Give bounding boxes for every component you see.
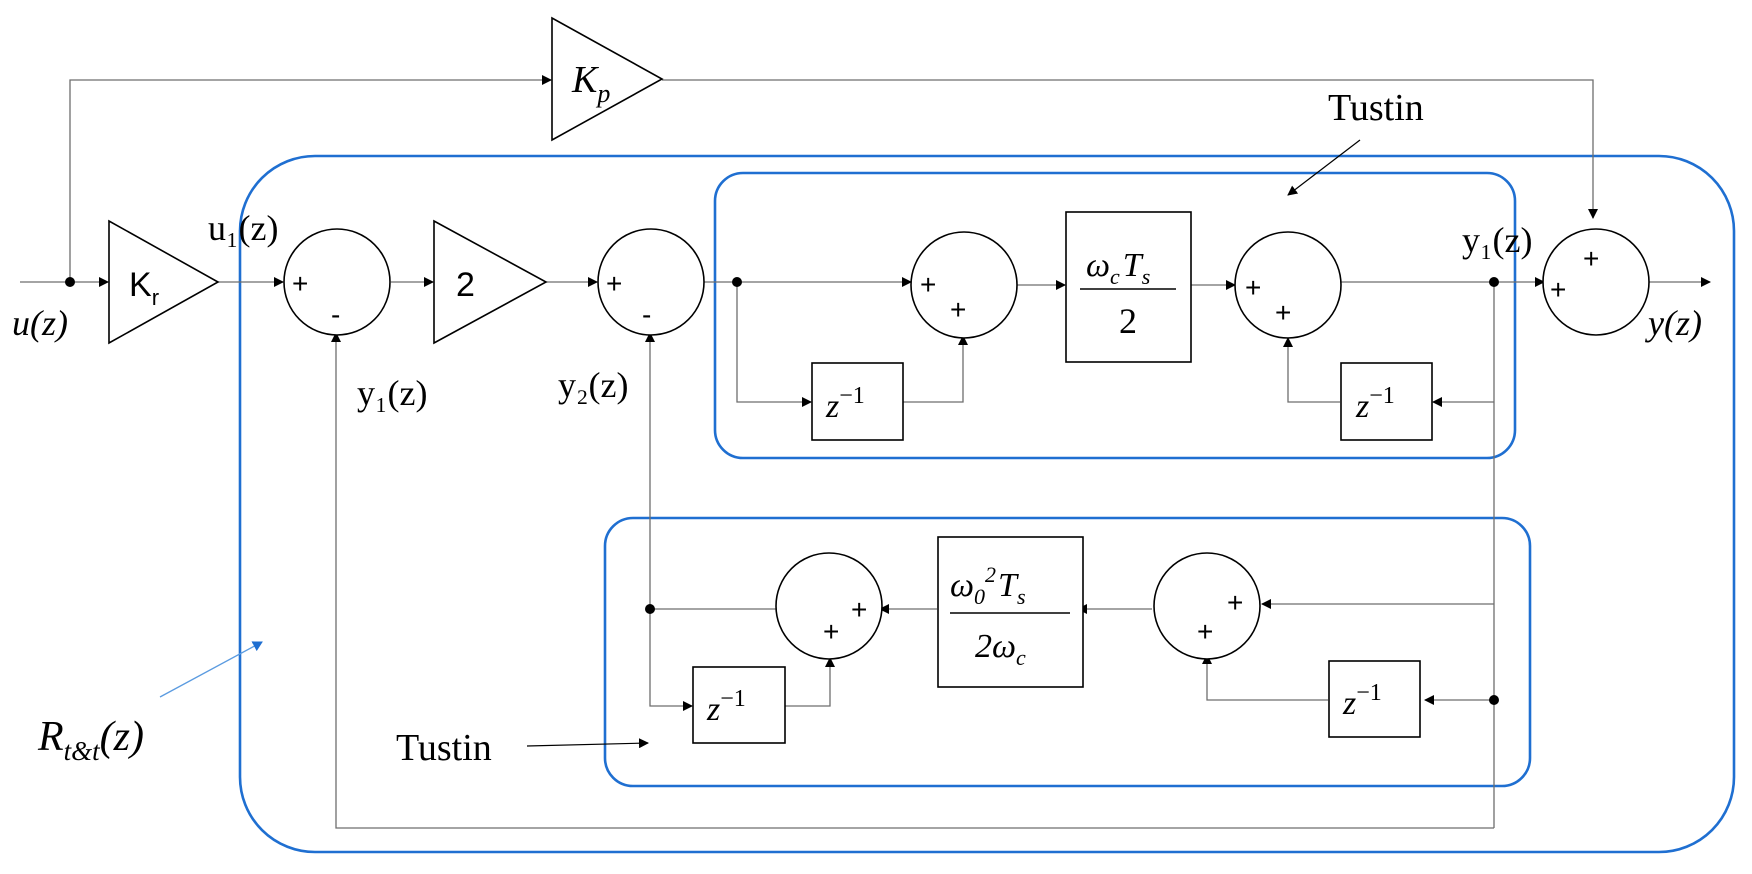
- delay-block-upper-left: z−1: [811, 362, 904, 441]
- svg-text:+: +: [1583, 243, 1599, 274]
- tustin-upper-frame: [713, 171, 1517, 460]
- svg-text:+: +: [851, 594, 867, 625]
- svg-text:+: +: [1197, 616, 1213, 647]
- label-u1: u₁(z): [208, 208, 279, 248]
- svg-text:Kr: Kr: [129, 266, 159, 310]
- svg-text:+: +: [1275, 297, 1291, 328]
- svg-text:+: +: [1550, 274, 1566, 305]
- svg-text:+: +: [1245, 272, 1261, 303]
- kr-gain-block: Kr: [108, 219, 220, 345]
- svg-text:2: 2: [456, 266, 475, 304]
- controller-frame: [238, 154, 1736, 854]
- label-tustin-bottom: Tustin: [396, 727, 492, 769]
- svg-text:2: 2: [1119, 301, 1137, 341]
- svg-text:+: +: [950, 294, 966, 325]
- svg-text:2ωc: 2ωc: [975, 628, 1026, 670]
- svg-text:-: -: [642, 299, 651, 330]
- gain-2-block: 2: [433, 219, 548, 345]
- svg-text:Kp: Kp: [571, 59, 610, 108]
- sum-junction-upper-a: + +: [910, 231, 1018, 339]
- tustin-top-pointer: [1287, 139, 1361, 196]
- svg-text:z−1: z−1: [825, 383, 865, 425]
- delay-block-lower-left: z−1: [692, 666, 786, 744]
- label-y2-feedback: y₂(z): [558, 365, 629, 405]
- controller-pointer: [159, 641, 263, 698]
- svg-text:+: +: [1227, 587, 1243, 618]
- tustin-bottom-pointer: [526, 738, 649, 749]
- svg-text:+: +: [823, 616, 839, 647]
- delay-block-upper-right: z−1: [1340, 362, 1433, 441]
- sum-junction-2: + -: [597, 228, 705, 336]
- label-y1-top: y₁(z): [1462, 220, 1533, 260]
- svg-text:ω02Ts: ω02Ts: [950, 562, 1026, 609]
- svg-text:ωcTs: ωcTs: [1086, 247, 1150, 289]
- kp-gain-block: Kp: [551, 16, 664, 142]
- sum-junction-lower-left: + +: [775, 552, 883, 660]
- svg-text:+: +: [292, 268, 308, 299]
- svg-text:z−1: z−1: [1355, 383, 1395, 425]
- signal-wires: [20, 75, 1711, 829]
- junction-dots: [65, 277, 1499, 705]
- sum-junction-lower-right: + +: [1153, 552, 1261, 660]
- delay-block-lower-right: z−1: [1328, 660, 1421, 738]
- label-output: y(z): [1645, 303, 1702, 343]
- upper-gain-block: ωcTs 2: [1065, 211, 1192, 363]
- label-y1-feedback: y₁(z): [357, 373, 428, 413]
- sum-junction-output: + +: [1542, 228, 1650, 336]
- sum-junction-1: + -: [283, 228, 391, 336]
- svg-text:z−1: z−1: [706, 686, 746, 728]
- label-tustin-top: Tustin: [1328, 87, 1424, 129]
- label-input: u(z): [12, 303, 68, 343]
- svg-text:+: +: [606, 268, 622, 299]
- svg-text:+: +: [920, 269, 936, 300]
- lower-gain-block: ω02Ts 2ωc: [937, 536, 1084, 688]
- svg-text:z−1: z−1: [1342, 680, 1382, 722]
- tustin-lower-frame: [603, 516, 1532, 788]
- svg-text:-: -: [331, 299, 340, 330]
- label-controller: Rt&t(z): [37, 714, 144, 766]
- sum-junction-upper-b: + +: [1234, 231, 1342, 339]
